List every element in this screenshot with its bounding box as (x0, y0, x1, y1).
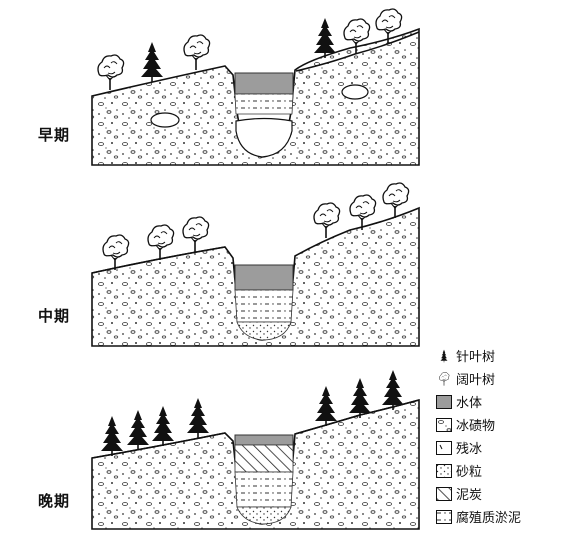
conifer-tree-icon (348, 377, 372, 419)
stage-middle-block (91, 182, 420, 347)
stage-label-late: 晚期 (38, 492, 71, 510)
legend-item-till: 冰碛物 (436, 413, 564, 436)
legend-item-ice: 残冰 (436, 436, 564, 459)
ground-surface-line (295, 31, 420, 72)
conifer-tree-icon (126, 409, 150, 451)
ice-layer (235, 117, 293, 158)
water-layer (234, 72, 294, 95)
boulder (341, 84, 369, 100)
stage-late-block (91, 369, 420, 530)
legend-label: 针叶树 (456, 350, 496, 365)
legend-label: 泥炭 (456, 488, 483, 503)
peat-layer (234, 444, 294, 473)
conifer-tree-icon (381, 369, 405, 411)
peat-swatch (436, 486, 452, 501)
broadleaf-tree-icon (313, 202, 341, 239)
legend-item-mud: 腐殖质淤泥 (436, 505, 564, 528)
sand-swatch (436, 463, 452, 478)
broadleaf-tree-icon (97, 54, 125, 91)
mud-layer (234, 93, 294, 115)
water-layer (234, 264, 294, 291)
conifer-tree-icon (313, 17, 337, 59)
legend-item-sand: 砂粒 (436, 459, 564, 482)
legend-item-broadleaf: 阔叶树 (436, 367, 564, 390)
till-swatch (436, 417, 452, 432)
broadleaf-tree-icon (182, 216, 210, 253)
conifer-tree-icon (440, 348, 448, 363)
broadleaf-tree-icon (147, 224, 175, 261)
legend-item-conifer: 针叶树 (436, 344, 564, 367)
water-swatch (436, 394, 452, 409)
legend-label: 水体 (456, 396, 483, 411)
legend-label: 腐殖质淤泥 (456, 511, 522, 526)
conifer-tree-icon (100, 415, 124, 457)
mud-swatch (436, 509, 452, 524)
legend-item-water: 水体 (436, 390, 564, 413)
conifer-tree-icon (314, 385, 338, 427)
mud-layer (234, 471, 294, 508)
broadleaf-tree-icon (102, 234, 130, 271)
legend-label: 砂粒 (456, 465, 483, 480)
legend: 针叶树 阔叶树 水体 冰碛物 残冰 砂粒 泥炭 腐殖质淤泥 (436, 344, 564, 528)
stage-label-middle: 中期 (38, 307, 71, 325)
stage-early-block (91, 8, 420, 166)
mud-layer (234, 289, 294, 323)
conifer-tree-icon (186, 397, 210, 439)
ice-swatch (436, 440, 452, 455)
broadleaf-tree-icon (183, 34, 211, 71)
sand-layer (236, 506, 292, 525)
legend-label: 冰碛物 (456, 419, 496, 434)
sand-layer (236, 321, 292, 341)
conifer-tree-icon (140, 41, 164, 83)
legend-label: 残冰 (456, 442, 483, 457)
broadleaf-tree-icon (439, 371, 450, 386)
stage-label-early: 早期 (38, 126, 71, 144)
conifer-tree-icon (151, 405, 175, 447)
water-layer (234, 434, 294, 446)
legend-label: 阔叶树 (456, 373, 496, 388)
boulder (150, 112, 180, 128)
legend-item-peat: 泥炭 (436, 482, 564, 505)
